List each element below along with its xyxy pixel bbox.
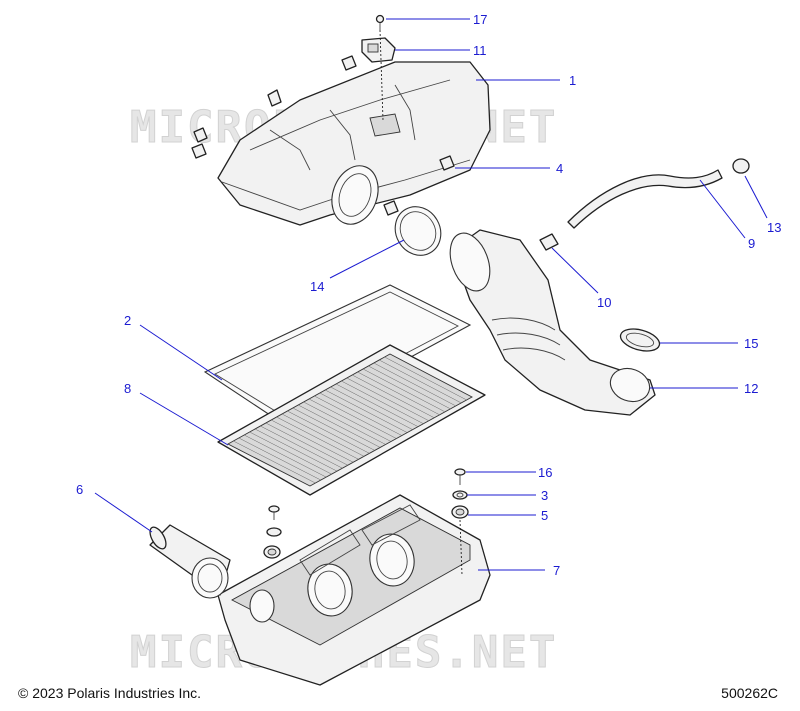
sensor-part-11	[361, 37, 396, 63]
callout-15: 15	[744, 336, 758, 351]
callout-7: 7	[553, 563, 560, 578]
filter-pleat-line	[271, 419, 354, 463]
callout-1: 1	[569, 73, 576, 88]
cap-part-13	[732, 158, 750, 174]
filter-pleat-line	[281, 413, 365, 457]
filter-pleat-line	[260, 425, 343, 469]
callout-10: 10	[597, 295, 611, 310]
filter-pleat-line	[362, 368, 446, 413]
filter-pleat-line	[233, 440, 316, 484]
filter-pleat-line	[265, 422, 348, 466]
screw-part-16	[454, 468, 466, 485]
hose-part-9	[567, 169, 723, 229]
filter-pleat-line	[249, 431, 332, 475]
filter-pleat-line	[238, 437, 321, 481]
velocity-stack-part-6	[149, 524, 231, 599]
filter-pleat-line	[335, 383, 419, 427]
callout-3: 3	[541, 488, 548, 503]
filter-pleat-line	[287, 410, 370, 454]
filter-pleat-line	[276, 416, 359, 460]
callout-17: 17	[473, 12, 487, 27]
grommet-part-5	[451, 505, 469, 519]
filter-pleat-line	[368, 365, 451, 410]
callout-9: 9	[748, 236, 755, 251]
drawing-number: 500262C	[721, 685, 778, 701]
filter-pleat-line	[303, 401, 386, 445]
washer-part-3	[452, 490, 468, 500]
callout-11: 11	[473, 43, 487, 58]
filter-pleat-line	[330, 386, 413, 430]
callout-5: 5	[541, 508, 548, 523]
filter-pleat-line	[373, 362, 456, 407]
filter-pleat-line	[308, 398, 392, 442]
intake-duct-part-12	[449, 229, 656, 416]
filter-pleat-line	[325, 389, 408, 433]
filter-pleat-line	[319, 392, 402, 436]
cover-clips	[191, 55, 455, 216]
filter-pleat-line	[292, 407, 375, 451]
clamp-part-14	[394, 206, 442, 256]
fitting-part-10	[539, 233, 559, 251]
leader-lines	[94, 18, 768, 571]
callout-labels: 17 11 1 4 13 9 14 10 2 15 12 8 6 16 3 5 …	[76, 12, 781, 578]
air-filter-part-8	[217, 344, 486, 496]
callout-14: 14	[310, 279, 324, 294]
seal-part-2	[203, 284, 472, 426]
filter-pleat-line	[341, 380, 424, 424]
filter-pleat-line	[314, 395, 397, 439]
copyright-notice: © 2023 Polaris Industries Inc.	[18, 685, 202, 701]
airbox-base-part-7	[217, 494, 491, 686]
callout-4: 4	[556, 161, 563, 176]
callout-13: 13	[767, 220, 781, 235]
filter-pleat-line	[384, 356, 467, 401]
filter-pleat-line	[244, 434, 327, 478]
filter-pleat-line	[298, 404, 381, 448]
clamp-part-15	[619, 328, 661, 352]
screw-part-17	[375, 14, 385, 30]
filter-pleat-line	[254, 428, 338, 472]
airbox-cover-part-1	[217, 61, 491, 226]
callout-6: 6	[76, 482, 83, 497]
callout-12: 12	[744, 381, 758, 396]
filter-pleat-line	[346, 377, 429, 421]
filter-pleat-line	[352, 374, 435, 418]
callout-8: 8	[124, 381, 131, 396]
filter-pleat-line	[379, 359, 462, 404]
filter-pleat-line	[357, 371, 440, 416]
callout-2: 2	[124, 313, 131, 328]
left-fastener-stack	[263, 505, 282, 559]
callout-16: 16	[538, 465, 552, 480]
